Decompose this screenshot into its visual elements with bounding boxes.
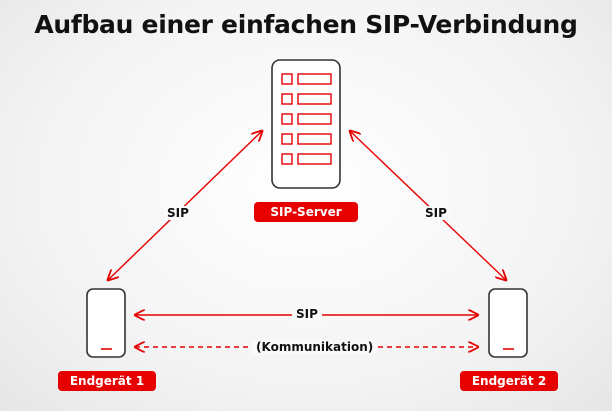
right-sip-label: SIP bbox=[421, 206, 451, 220]
communication-label: (Kommunikation) bbox=[252, 340, 378, 354]
bottom-sip-label: SIP bbox=[292, 307, 322, 321]
phone-icon bbox=[488, 288, 528, 358]
phone-icon bbox=[86, 288, 126, 358]
device-1-label: Endgerät 1 bbox=[58, 371, 156, 391]
sip-arrow-left bbox=[108, 131, 262, 280]
diagram-title: Aufbau einer einfachen SIP-Verbindung bbox=[34, 10, 578, 39]
server-label: SIP-Server bbox=[254, 202, 358, 222]
sip-arrow-right bbox=[350, 131, 506, 280]
device-2-label: Endgerät 2 bbox=[460, 371, 558, 391]
left-sip-label: SIP bbox=[163, 206, 193, 220]
server-icon bbox=[271, 59, 341, 189]
